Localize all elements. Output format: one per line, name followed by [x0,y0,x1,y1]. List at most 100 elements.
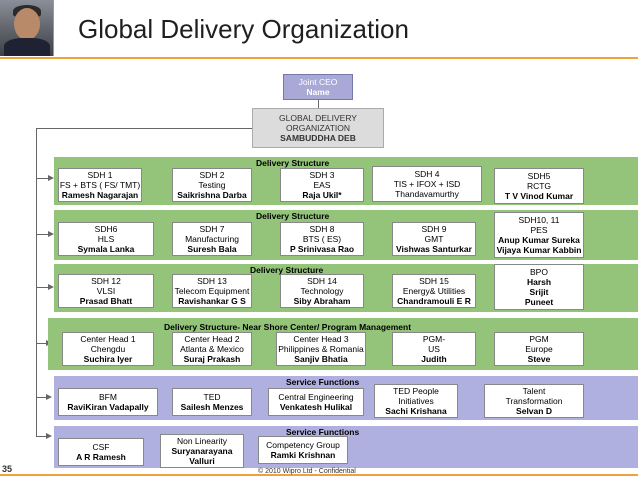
gdo-line1: GLOBAL DELIVERY [279,113,357,123]
connector [318,100,319,108]
arrow-icon [48,231,54,237]
box-name: Anup Kumar Sureka [498,235,580,245]
box-sub: RCTG [526,181,552,191]
box-name: Sanjiv Bhatia [294,354,348,364]
box-sub: US [428,344,440,354]
box-name: RaviKiran Vadapally [67,402,149,412]
sdh13-box: SDH 13 Telecom Equipment Ravishankar G S [172,274,252,308]
box-label: SDH10, 11 [518,215,560,225]
box-label: BPO [530,267,548,277]
box-name: Siby Abraham [293,296,351,306]
box-sub: Chengdu [90,344,126,354]
box-name: Selvan D [516,406,552,416]
box-sub: HLS [97,234,115,244]
box-label: SDH6 [94,224,118,234]
box-label: TED [203,392,221,402]
connector [36,436,48,437]
band-title: Delivery Structure [256,158,330,168]
ted-box: TED Sailesh Menzes [172,388,252,416]
arrow-icon [46,433,52,439]
box-label: Center Head 2 [184,334,240,344]
box-sub: Transformation [505,396,563,406]
box-label: SDH5 [527,171,551,181]
box-name: Symala Lanka [77,244,135,254]
box-name: Vijaya Kumar Kabbin [496,245,582,255]
box-sub: BTS ( ES) [302,234,342,244]
box-name: Puneet [524,297,554,307]
band-title: Delivery Structure- Near Shore Center/ P… [164,322,412,332]
box-sub: PES [530,225,548,235]
box-name: Suraj Prakash [183,354,241,364]
box-label: BFM [99,392,117,402]
box-label: SDH 14 [307,276,337,286]
box-name: A R Ramesh [76,452,126,462]
connector [36,397,48,398]
center-head-2-box: Center Head 2 Atlanta & Mexico Suraj Pra… [172,332,252,366]
arrow-icon [48,284,54,290]
band-title: Service Functions [286,377,360,387]
ceo-name: Name [306,87,330,97]
box-sub: Initiatives [398,396,434,406]
sdh7-box: SDH 7 Manufacturing Suresh Bala [172,222,252,256]
talent-transformation-box: Talent Transformation Selvan D [484,384,584,418]
box-sub: Energy& Utilities [402,286,466,296]
center-head-3-box: Center Head 3 Philippines & Romania Sanj… [276,332,366,366]
box-name: Steve [527,354,551,364]
box-name: Thandavamurthy [395,189,459,199]
csf-box: CSF A R Ramesh [58,438,144,466]
box-label: SDH 2 [199,170,225,180]
box-label: PGM [529,334,549,344]
box-label: SDH 15 [419,276,449,286]
executive-photo [0,0,54,56]
box-name: Ramesh Nagarajan [61,190,139,200]
arrow-icon [46,394,52,400]
box-name: Suchira Iyer [83,354,133,364]
box-name: Vishwas Santurkar [396,244,472,254]
box-label: SDH 1 [87,170,113,180]
sdh1-box: SDH 1 FS + BTS ( FS/ TMT) Ramesh Nagaraj… [58,168,142,202]
box-label: SDH 13 [197,276,227,286]
box-label: Non Linearity [176,436,228,446]
band-title: Delivery Structure [256,211,330,221]
box-name: Prasad Bhatt [79,296,133,306]
box-sub: Atlanta & Mexico [180,344,244,354]
box-name: Venkatesh Hulikal [279,402,353,412]
arrow-icon [48,175,54,181]
pgm-europe-box: PGM Europe Steve [494,332,584,366]
footer-divider [0,474,638,476]
sdh10-11-box: SDH10, 11 PES Anup Kumar Sureka Vijaya K… [494,212,584,258]
box-sub: Manufacturing [185,234,239,244]
box-sub: EAS [313,180,331,190]
box-label: SDH 9 [421,224,447,234]
sdh5-box: SDH5 RCTG T V Vinod Kumar [494,168,584,204]
sdh12-box: SDH 12 VLSI Prasad Bhatt [58,274,154,308]
non-linearity-box: Non Linearity Suryanarayana Valluri [160,434,244,468]
sdh15-box: SDH 15 Energy& Utilities Chandramouli E … [392,274,476,308]
connector [36,287,50,288]
box-label: TED People [393,386,439,396]
box-sub: Philippines & Romania [278,344,364,354]
box-label: Central Engineering [278,392,354,402]
central-engineering-box: Central Engineering Venkatesh Hulikal [268,388,364,416]
box-name: Valluri [189,456,215,466]
box-label: Competency Group [266,440,340,450]
page-number: 35 [2,464,13,474]
gdo-head: SAMBUDDHA DEB [280,133,356,143]
pgm-us-box: PGM- US Judith [392,332,476,366]
box-sub: Technology [300,286,344,296]
bpo-box: BPO Harsh Srijit Puneet [494,264,584,310]
sdh2-box: SDH 2 Testing Saikrishna Darba [172,168,252,202]
box-name: Suryanarayana [171,446,233,456]
box-label: CSF [92,442,110,452]
box-name: Raja Ukil* [302,190,342,200]
connector [36,128,252,129]
gdo-box: GLOBAL DELIVERY ORGANIZATION SAMBUDDHA D… [252,108,384,148]
box-name: Ravishankar G S [178,296,246,306]
box-name: Suresh Bala [187,244,237,254]
sdh8-box: SDH 8 BTS ( ES) P Srinivasa Rao [280,222,364,256]
ted-people-box: TED People Initiatives Sachi Krishana [374,384,458,418]
sdh3-box: SDH 3 EAS Raja Ukil* [280,168,364,202]
band-title: Delivery Structure [250,265,324,275]
box-name: Judith [421,354,447,364]
footer-text: © 2010 Wipro Ltd - Confidential [258,468,356,475]
